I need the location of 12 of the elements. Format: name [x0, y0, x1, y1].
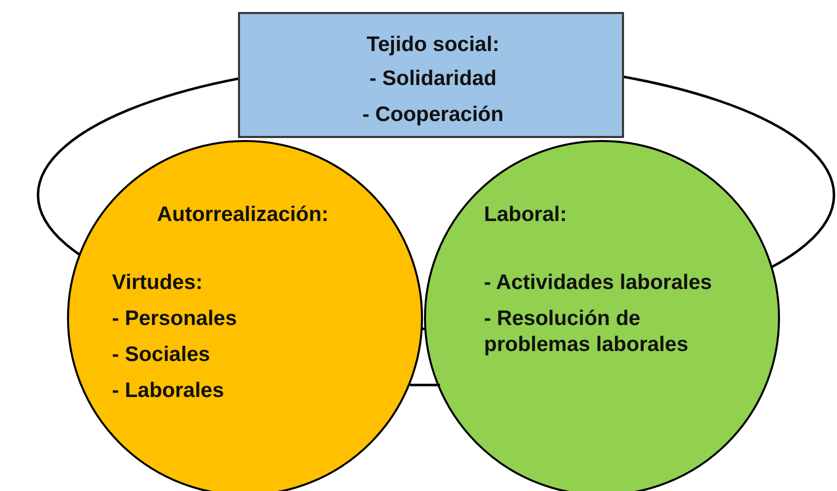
- node-text: - Laborales: [112, 378, 224, 404]
- node-text: Virtudes:: [112, 270, 203, 296]
- node-text: Autorrealización:: [157, 202, 329, 228]
- node-text: - Personales: [112, 306, 237, 332]
- node-text: - Solidaridad: [368, 66, 498, 92]
- node-text: Tejido social:: [366, 32, 500, 58]
- node-text: - Resolución de problemas laborales: [484, 306, 690, 358]
- node-text: Laboral:: [484, 202, 567, 228]
- process-box: [238, 12, 624, 138]
- node-text: - Actividades laborales: [484, 270, 712, 296]
- node-text: - Cooperación: [361, 102, 505, 128]
- node-text: - Sociales: [112, 342, 210, 368]
